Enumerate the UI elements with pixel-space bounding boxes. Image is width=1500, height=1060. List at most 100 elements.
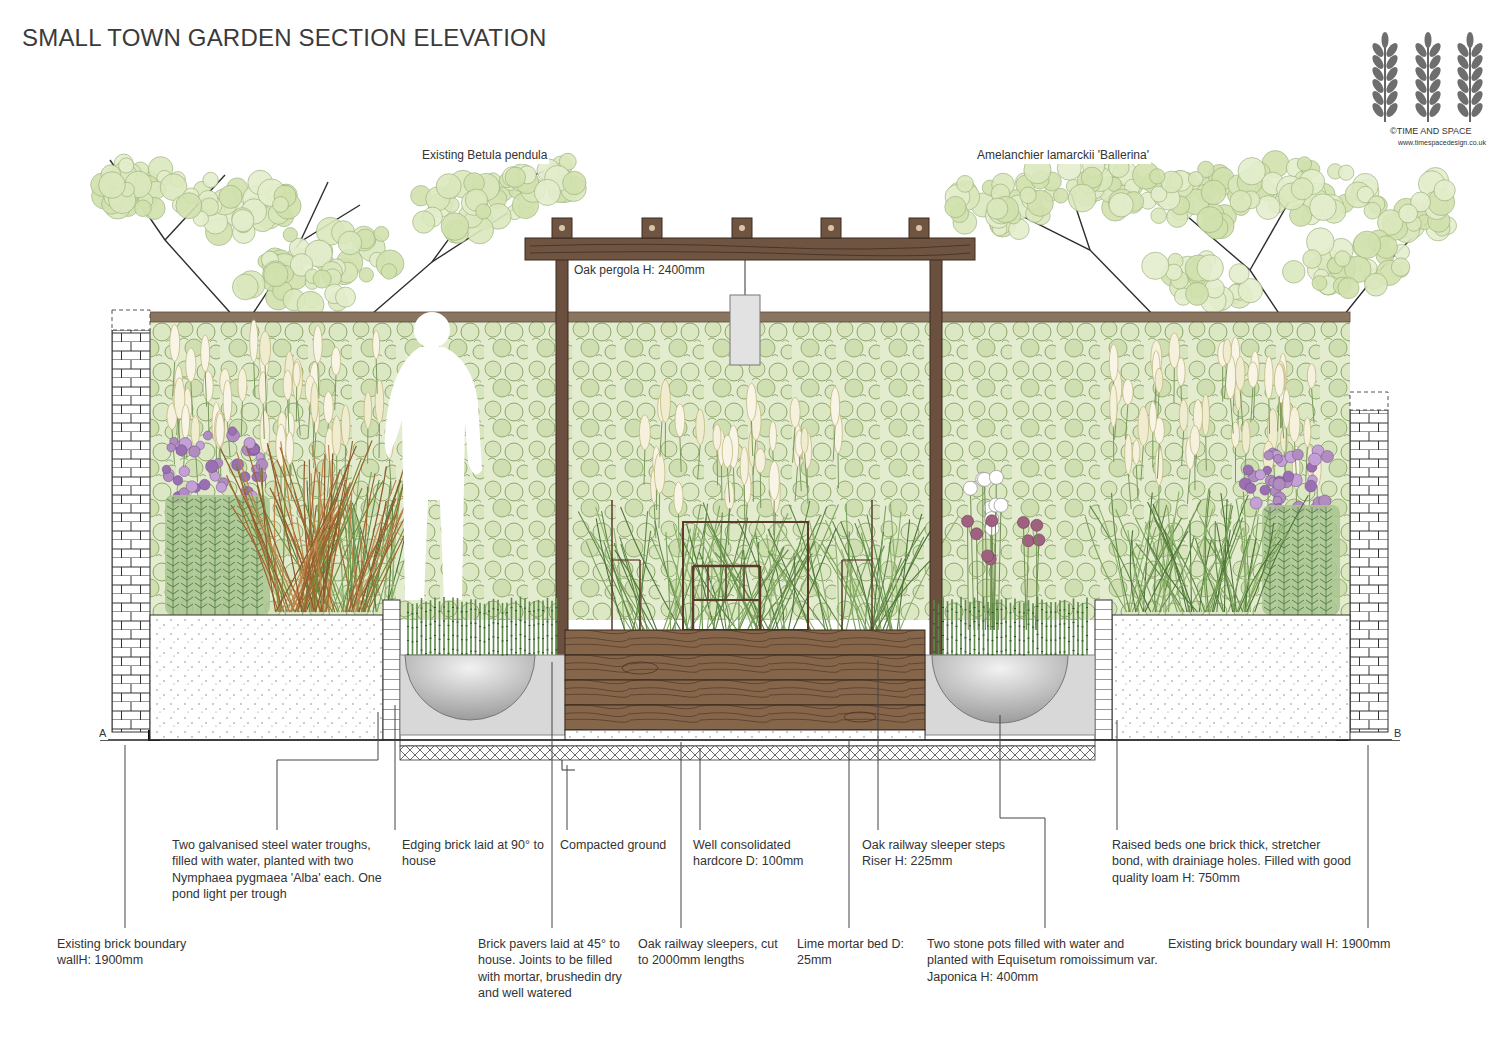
planting [1283, 389, 1291, 428]
planting [268, 445, 302, 612]
logo-mark [1413, 101, 1429, 119]
equisetum-stems [520, 606, 522, 607]
tree-foliage [381, 264, 396, 279]
equisetum-stems [475, 637, 477, 638]
equisetum-stems [493, 599, 495, 655]
planting [876, 556, 935, 630]
equisetum-stems [1005, 650, 1007, 651]
equisetum-stems [407, 654, 409, 655]
planting [1292, 565, 1304, 569]
planting [181, 499, 193, 503]
planting [237, 590, 249, 594]
planting [209, 513, 221, 517]
equisetum-stems [960, 597, 962, 655]
planting [1320, 579, 1332, 583]
planting [1278, 600, 1290, 604]
planting [644, 450, 646, 485]
tree-foliage [1365, 273, 1388, 296]
equisetum-stems [479, 612, 481, 613]
planting [195, 499, 207, 503]
equisetum-stems [479, 626, 481, 627]
planting [352, 466, 387, 612]
equisetum-stems [1046, 626, 1048, 627]
equisetum-stems [457, 598, 459, 655]
equisetum-stems [996, 599, 998, 655]
planting [1123, 379, 1133, 404]
planting [1320, 558, 1332, 562]
planting [203, 431, 212, 440]
equisetum-stems [547, 649, 549, 650]
planting [1320, 509, 1332, 513]
logo-mark [1384, 89, 1400, 107]
logo-mark [1427, 77, 1443, 95]
planting [1278, 586, 1290, 590]
planting [831, 387, 840, 425]
chair-and-frame [612, 559, 640, 560]
planting [1194, 455, 1195, 490]
equisetum-stems [969, 625, 971, 626]
planting [1182, 431, 1184, 466]
planting [1109, 344, 1118, 381]
raised-bed [150, 600, 1350, 740]
equisetum-stems [443, 635, 445, 636]
oak-pergola [909, 218, 929, 238]
equisetum-stems [556, 635, 558, 636]
equisetum-stems [484, 604, 486, 655]
oak-pergola [828, 225, 834, 231]
planting [835, 536, 838, 630]
planting [1264, 607, 1276, 611]
planting [1306, 516, 1318, 520]
planting [1222, 367, 1223, 402]
planting [181, 548, 193, 552]
equisetum-stems [452, 607, 454, 608]
planting [1264, 600, 1276, 604]
planting [195, 520, 207, 524]
planting [167, 541, 179, 545]
planting [596, 518, 624, 630]
planting [260, 331, 271, 365]
planting [962, 515, 974, 527]
planting [879, 506, 886, 630]
equisetum-stems [488, 611, 490, 612]
planting [1224, 364, 1227, 399]
equisetum-stems [466, 611, 468, 612]
equisetum-stems [443, 621, 445, 622]
planting [179, 466, 189, 476]
tree-foliage [1335, 251, 1351, 267]
equisetum-stems [974, 635, 976, 636]
tree-foliage [1020, 187, 1036, 203]
tree-foliage [273, 197, 289, 213]
planting [195, 527, 207, 531]
planting [1278, 607, 1290, 611]
planting [203, 371, 213, 402]
equisetum-stems [412, 604, 414, 655]
planting [292, 359, 302, 401]
equisetum-stems [533, 639, 535, 640]
equisetum-stems [978, 601, 980, 655]
planting [216, 482, 226, 492]
tree-foliage [413, 211, 435, 233]
planting [293, 362, 300, 387]
tree-foliage [1338, 278, 1359, 299]
equisetum-stems [1082, 654, 1084, 655]
equisetum-stems [421, 636, 423, 637]
planting [1320, 586, 1332, 590]
sleeper-steps [565, 630, 925, 730]
planting [674, 482, 683, 514]
planting [1138, 406, 1149, 445]
equisetum-stems [1073, 608, 1075, 609]
planting [195, 534, 207, 538]
tree-foliage [534, 179, 560, 205]
tree-foliage [945, 196, 966, 217]
planting [1273, 478, 1285, 490]
equisetum-stems [475, 599, 477, 655]
equisetum-stems [1086, 649, 1088, 650]
planting [237, 576, 249, 580]
planting [167, 576, 179, 580]
equisetum-stems [430, 638, 432, 639]
figure-silhouette [414, 312, 450, 348]
planting [1306, 551, 1318, 555]
planting [1136, 465, 1138, 500]
plant-label: Amelanchier lamarckii 'Ballerina' [975, 148, 1151, 164]
